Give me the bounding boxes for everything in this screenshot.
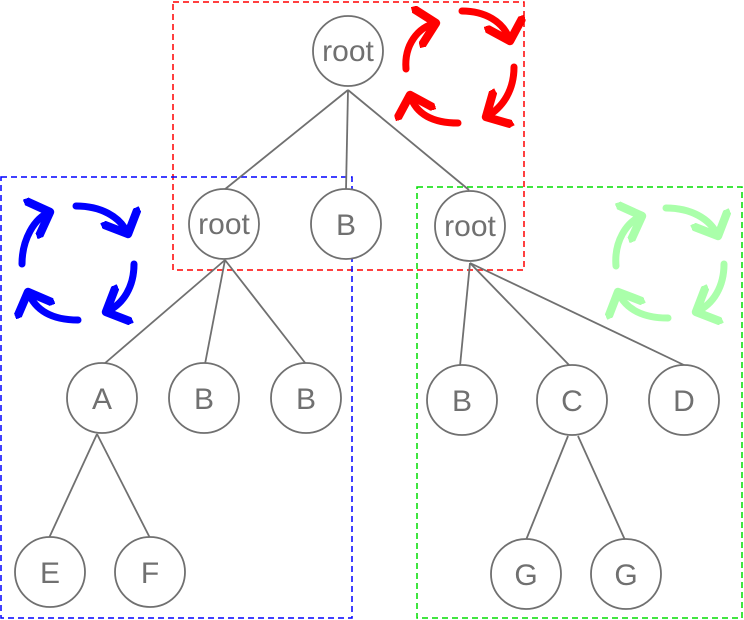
node-label: B — [452, 385, 472, 418]
node-c: C — [536, 364, 608, 436]
edge — [469, 262, 687, 367]
green-region-box — [416, 186, 743, 619]
node-e: E — [14, 536, 86, 608]
node-b-right: B — [426, 364, 498, 436]
node-g-2: G — [590, 538, 662, 610]
node-label: G — [514, 559, 537, 592]
node-d: D — [648, 364, 720, 436]
edge — [525, 435, 569, 541]
edge — [469, 262, 571, 367]
edge — [204, 259, 226, 365]
green-cycle-arrows-icon — [616, 208, 724, 318]
edge — [577, 435, 626, 541]
node-label: E — [40, 557, 60, 590]
blue-cycle-arrows-icon — [22, 206, 134, 320]
node-root-left: root — [188, 188, 260, 260]
edge — [345, 89, 349, 191]
node-label: D — [673, 385, 695, 418]
node-label: root — [322, 35, 374, 68]
node-label: root — [444, 210, 496, 243]
node-b-left-2: B — [270, 362, 342, 434]
edge — [224, 259, 307, 365]
red-region-box — [172, 1, 525, 271]
node-a: A — [66, 362, 138, 434]
node-root-top: root — [312, 15, 384, 87]
node-label: B — [336, 209, 356, 242]
node-b-mid: B — [310, 188, 382, 260]
edge — [347, 89, 470, 191]
edge — [223, 89, 349, 191]
edge — [103, 259, 226, 365]
node-label: B — [296, 383, 316, 416]
node-label: F — [141, 557, 159, 590]
node-label: root — [198, 208, 250, 241]
edge — [459, 262, 471, 367]
node-f: F — [114, 536, 186, 608]
edge — [48, 433, 98, 539]
edge — [96, 433, 151, 539]
node-b-left-1: B — [168, 362, 240, 434]
node-label: B — [194, 383, 214, 416]
node-label: G — [614, 559, 637, 592]
node-label: A — [92, 383, 112, 416]
tree-edges — [48, 89, 687, 541]
node-label: C — [561, 385, 583, 418]
blue-region-box — [0, 176, 353, 619]
red-cycle-arrows-icon — [406, 11, 514, 123]
node-root-right: root — [434, 190, 506, 262]
node-g-1: G — [490, 538, 562, 610]
